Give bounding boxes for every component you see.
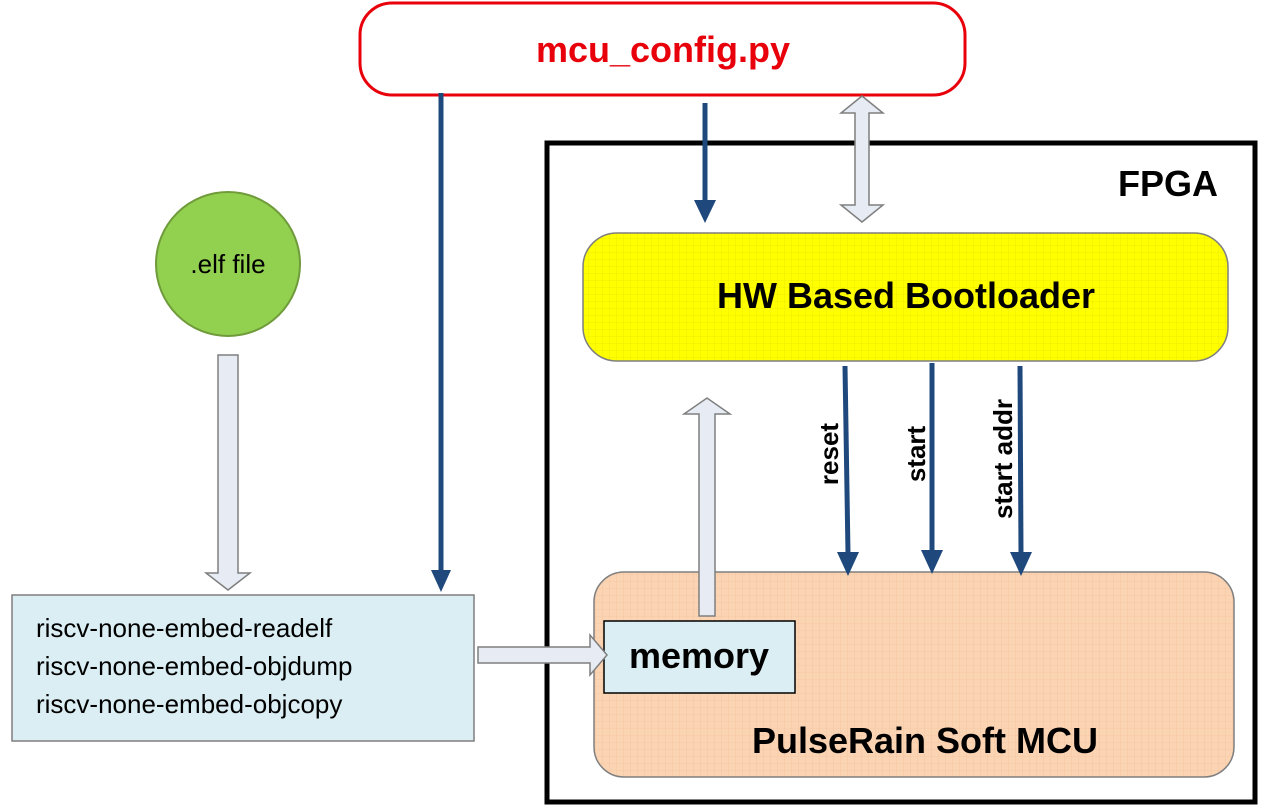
start-addr-signal-label: start addr [988,399,1018,519]
memory-box [603,620,796,694]
toolchain-command-objcopy: riscv-none-embed-objcopy [36,689,342,719]
bootloader-label: HW Based Bootloader [717,275,1095,316]
config-to-toolchain-arrow-head [431,570,451,592]
toolchain-command-readelf: riscv-none-embed-readelf [36,613,333,643]
config-script-label: mcu_config.py [536,29,790,70]
memory-label: memory [629,635,769,676]
fpga-boundary [544,140,1258,805]
memory-to-bootloader-arrow [681,397,733,617]
elf-file-node [155,191,301,337]
bootloader-box [582,232,1229,362]
toolchain-to-memory-arrow [477,632,608,678]
reset-signal-arrow-head [837,552,859,576]
config-bootloader-bidirectional-arrow [838,95,886,223]
reset-signal-label: reset [814,423,844,485]
reset-signal-arrow-shaft [842,365,851,555]
start-signal-arrow-head [921,550,943,574]
config-script-box [358,1,967,97]
elf-file-label: .elf file [190,249,265,279]
config-to-bootloader-arrow-head [694,200,716,223]
fpga-label: FPGA [1118,163,1218,204]
start-addr-signal-arrow-shaft [1017,365,1024,555]
elf-to-toolchain-arrow [203,354,253,591]
start-signal-label: start [901,425,931,482]
toolchain-box [11,594,475,742]
toolchain-command-objdump: riscv-none-embed-objdump [36,651,352,681]
mcu-label: PulseRain Soft MCU [752,720,1098,761]
start-addr-signal-arrow-head [1010,552,1032,576]
